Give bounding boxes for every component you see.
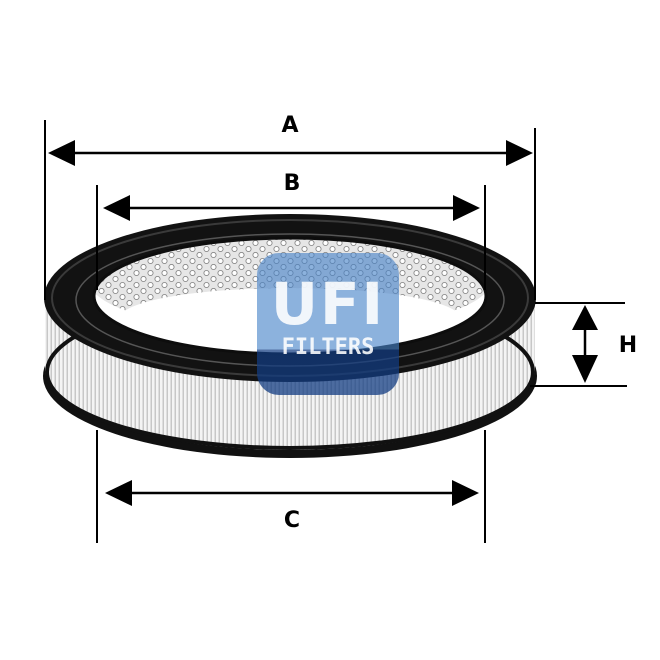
dimension-c — [96, 430, 486, 543]
dimension-a — [44, 120, 536, 300]
logo-text: FILTERS — [281, 335, 375, 360]
dimension-label-c: C — [283, 508, 301, 533]
dimension-label-h: H — [618, 333, 638, 358]
logo-mark: UFI — [270, 270, 386, 338]
dimension-b — [96, 185, 486, 290]
dimension-h — [530, 302, 627, 387]
ufi-filters-logo: UFI FILTERS — [257, 253, 399, 395]
dimension-label-a: A — [281, 113, 299, 138]
dimension-label-b: B — [283, 171, 301, 196]
